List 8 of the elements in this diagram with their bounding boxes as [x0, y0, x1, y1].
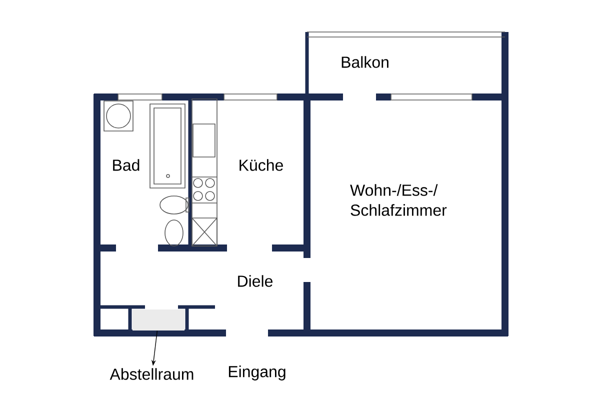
- room-label: Küche: [240, 159, 283, 171]
- room-label: Wohn-/Ess-/ Schlafzimmer: [350, 184, 447, 216]
- room-label: Balkon: [342, 56, 388, 68]
- room-label: Eingang: [228, 366, 286, 380]
- room-label: Abstellraum: [110, 368, 194, 380]
- room-label: Diele: [238, 275, 272, 287]
- storage-closet: [132, 310, 184, 330]
- room-label: Bad: [113, 159, 140, 171]
